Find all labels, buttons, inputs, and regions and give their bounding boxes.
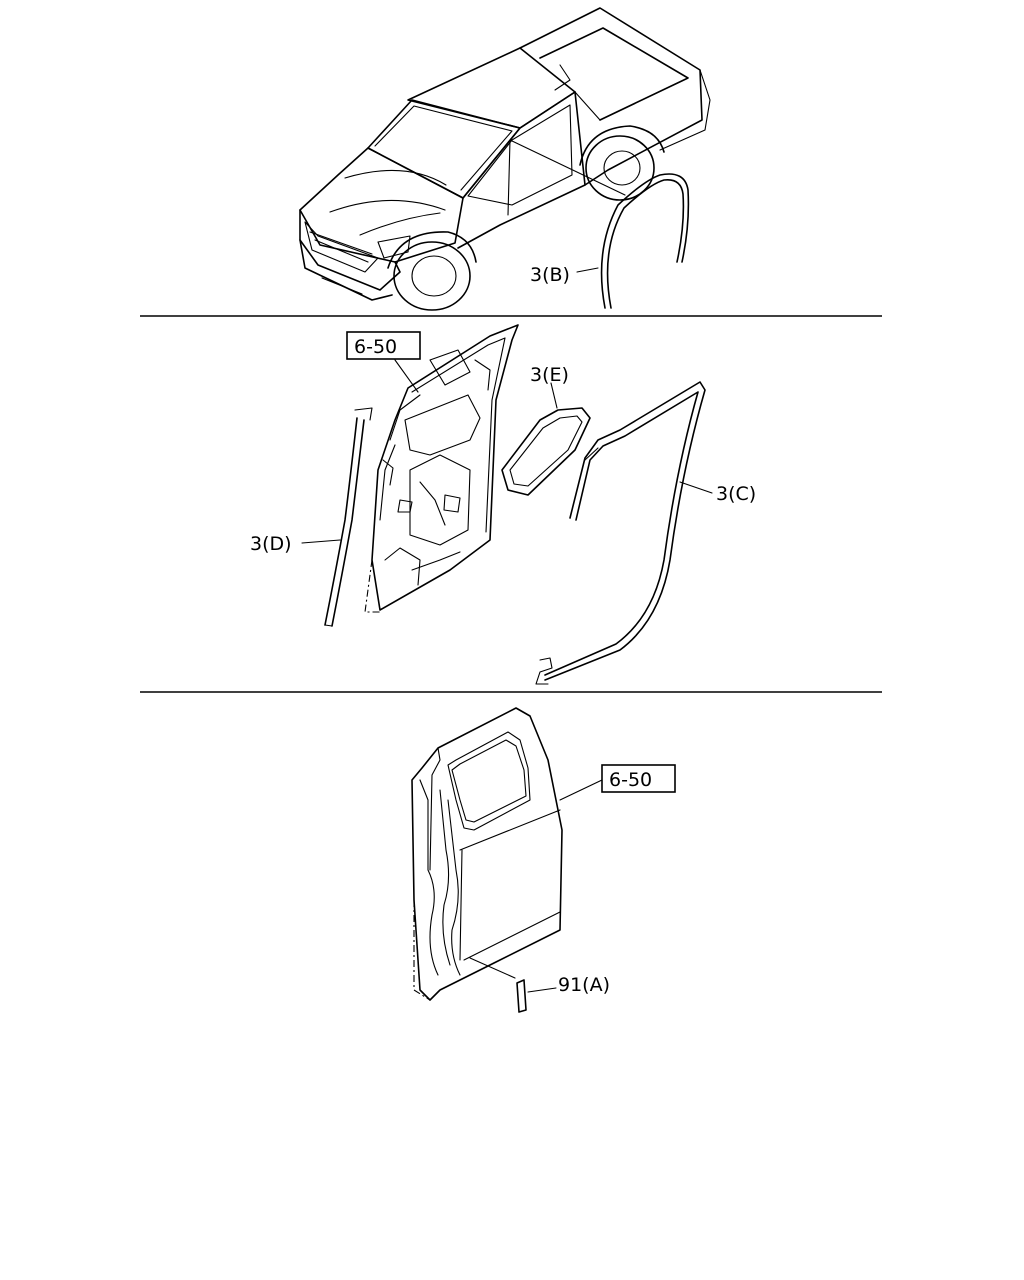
seal-3e xyxy=(501,382,591,496)
label-3d: 3(D) xyxy=(250,533,292,555)
ref-box-top xyxy=(346,331,421,360)
truck-illustration xyxy=(299,7,711,311)
door-inner-panel xyxy=(364,324,519,613)
ref-top-text: 6-50 xyxy=(354,336,397,358)
label-3e: 3(E) xyxy=(530,364,569,386)
door-outer-panel xyxy=(411,707,603,1001)
seal-3d xyxy=(301,407,373,627)
label-91a: 91(A) xyxy=(558,974,610,996)
label-3b: 3(B) xyxy=(530,264,570,286)
seal-3b xyxy=(576,173,690,309)
seal-3c xyxy=(535,381,713,685)
ref-bottom-text: 6-50 xyxy=(609,769,652,791)
part-91a xyxy=(516,979,557,1013)
ref-box-bottom xyxy=(601,764,676,793)
label-3c: 3(C) xyxy=(716,483,756,505)
